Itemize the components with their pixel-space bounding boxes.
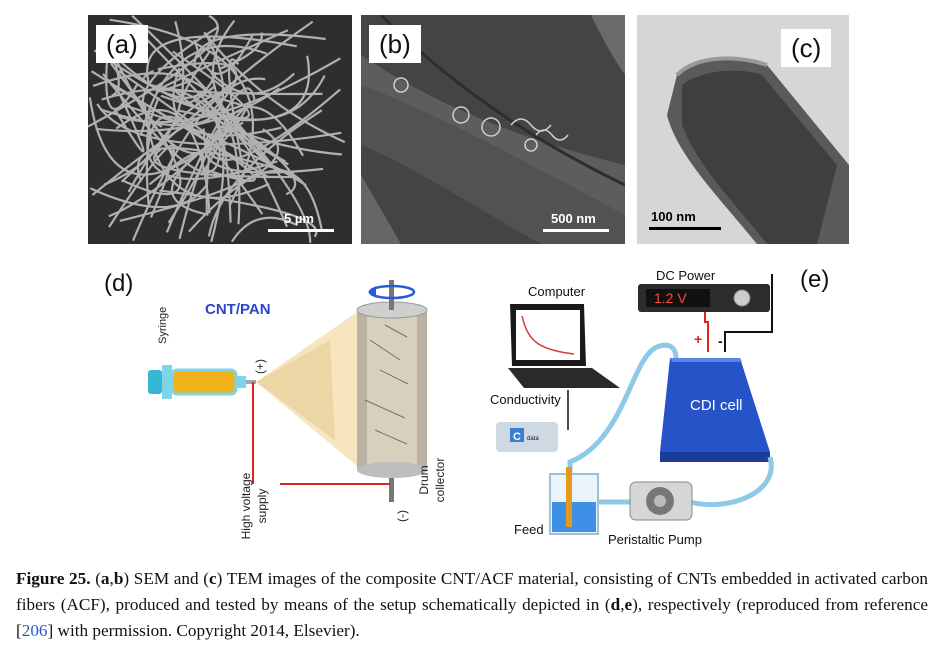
sem-image-b: (b) 500 nm <box>361 15 625 244</box>
fiber-strand <box>136 147 295 183</box>
fiber-strand <box>157 62 238 117</box>
feed-label: Feed <box>514 522 544 537</box>
fiber-strand <box>89 183 209 209</box>
syringe-icon <box>148 365 256 399</box>
fiber-strand <box>145 115 264 215</box>
fiber-strand <box>102 73 221 174</box>
fiber-strand <box>115 109 211 214</box>
feed-beaker-icon <box>549 467 599 535</box>
tem-image-c: (c) 100 nm <box>637 15 849 244</box>
scale-bar-b <box>543 229 609 232</box>
drum-collector-icon <box>356 280 428 502</box>
fiber-strand <box>113 89 145 153</box>
tem-fiber-illustration <box>637 15 849 244</box>
pump-label: Peristaltic Pump <box>608 532 702 547</box>
conductivity-meter-icon: C data <box>496 422 558 452</box>
scale-bar-c <box>649 227 721 230</box>
figure-caption: Figure 25. (a,b) SEM and (c) TEM images … <box>16 566 928 644</box>
dc-power-supply-icon: 1.2 V <box>638 284 770 312</box>
fiber-strand <box>153 148 297 179</box>
scale-bar-a <box>268 229 334 232</box>
caption-text: ), respectively (reproduced from referen… <box>16 595 928 640</box>
computer-label: Computer <box>528 284 586 299</box>
meter-sub-label: data <box>527 436 539 442</box>
hv-label-1: High voltage <box>239 472 253 539</box>
reference-link[interactable]: 206 <box>21 621 48 640</box>
caption-text: ] with permission. Copyright 2014, Elsev… <box>47 621 360 640</box>
scale-label-a: 5 µm <box>284 211 314 226</box>
caption-text: , <box>620 595 625 614</box>
fiber-strand <box>131 77 266 242</box>
meter-label: C <box>513 431 521 443</box>
plus-terminal: + <box>694 331 702 347</box>
caption-text: ) SEM and ( <box>123 569 209 588</box>
panel-label-b: (b) <box>369 25 421 63</box>
conductivity-label: Conductivity <box>490 392 561 407</box>
peristaltic-pump-icon <box>629 481 693 521</box>
laptop-icon <box>508 304 620 388</box>
fiber-strand <box>131 15 312 243</box>
fiber-strand <box>101 88 225 243</box>
panel-label-d: (d) <box>104 270 134 297</box>
fiber-strand <box>227 58 244 167</box>
fiber-strand <box>95 87 281 133</box>
fiber-strand <box>165 87 256 233</box>
fiber-strand <box>146 35 297 84</box>
fiber-strand <box>108 144 175 228</box>
drum-label-1: Drum <box>417 465 431 494</box>
hv-label-2: supply <box>255 489 269 524</box>
fiber-strand <box>92 72 241 225</box>
fiber-strand <box>120 20 314 183</box>
fiber-strand <box>230 216 297 243</box>
fiber-strand <box>139 45 268 137</box>
caption-bold-a: a <box>100 569 110 588</box>
caption-bold-b: b <box>113 569 124 588</box>
fiber-network-illustration <box>88 15 352 244</box>
minus-terminal: - <box>718 333 723 349</box>
panel-label-a: (a) <box>96 25 148 63</box>
fiber-strand <box>219 115 297 196</box>
caption-text: ) TEM images of the composite CNT/ACF ma… <box>16 569 929 614</box>
caption-bold-d: d <box>610 595 621 614</box>
scale-label-c: 100 nm <box>651 209 696 224</box>
sem-image-a: (a) 5 µm <box>88 15 352 244</box>
caption-bold-c: c <box>208 569 217 588</box>
fiber-strand <box>109 62 182 196</box>
fiber-strand <box>209 71 296 95</box>
panel-label-c: (c) <box>781 29 832 67</box>
fiber-strand <box>91 108 230 196</box>
caption-text: ( <box>95 569 101 588</box>
dc-display: 1.2 V <box>654 290 687 306</box>
panel-label-e: (e) <box>800 266 830 293</box>
material-label: CNT/PAN <box>205 301 271 318</box>
dc-power-label: DC Power <box>656 268 716 283</box>
scale-label-b: 500 nm <box>551 211 596 226</box>
fiber-strand <box>156 29 289 93</box>
fiber-strand <box>109 18 254 206</box>
figure-number: Figure 25. <box>16 569 91 588</box>
caption-text: , <box>109 569 114 588</box>
fiber-strand <box>109 51 218 99</box>
fiber-strand <box>188 169 324 233</box>
minus-label: (-) <box>397 510 411 522</box>
fiber-strand <box>181 50 217 105</box>
syringe-label: Syringe <box>157 307 169 344</box>
fiber-strand <box>207 109 323 237</box>
drum-label-2: collector <box>433 458 447 503</box>
plus-label: (+) <box>253 359 267 374</box>
fiber-strand <box>109 46 251 155</box>
fiber-strand <box>204 132 324 174</box>
caption-bold-e: e <box>624 595 633 614</box>
electrospinning-diagram: CNT/PAN Syringe (+) (-) High voltage sup… <box>148 280 447 539</box>
cdi-cell-label: CDI cell <box>690 397 743 414</box>
cdi-setup-diagram: DC Power 1.2 V + - Computer Conductivity… <box>490 268 774 547</box>
cdi-cell-icon: CDI cell <box>660 358 770 462</box>
